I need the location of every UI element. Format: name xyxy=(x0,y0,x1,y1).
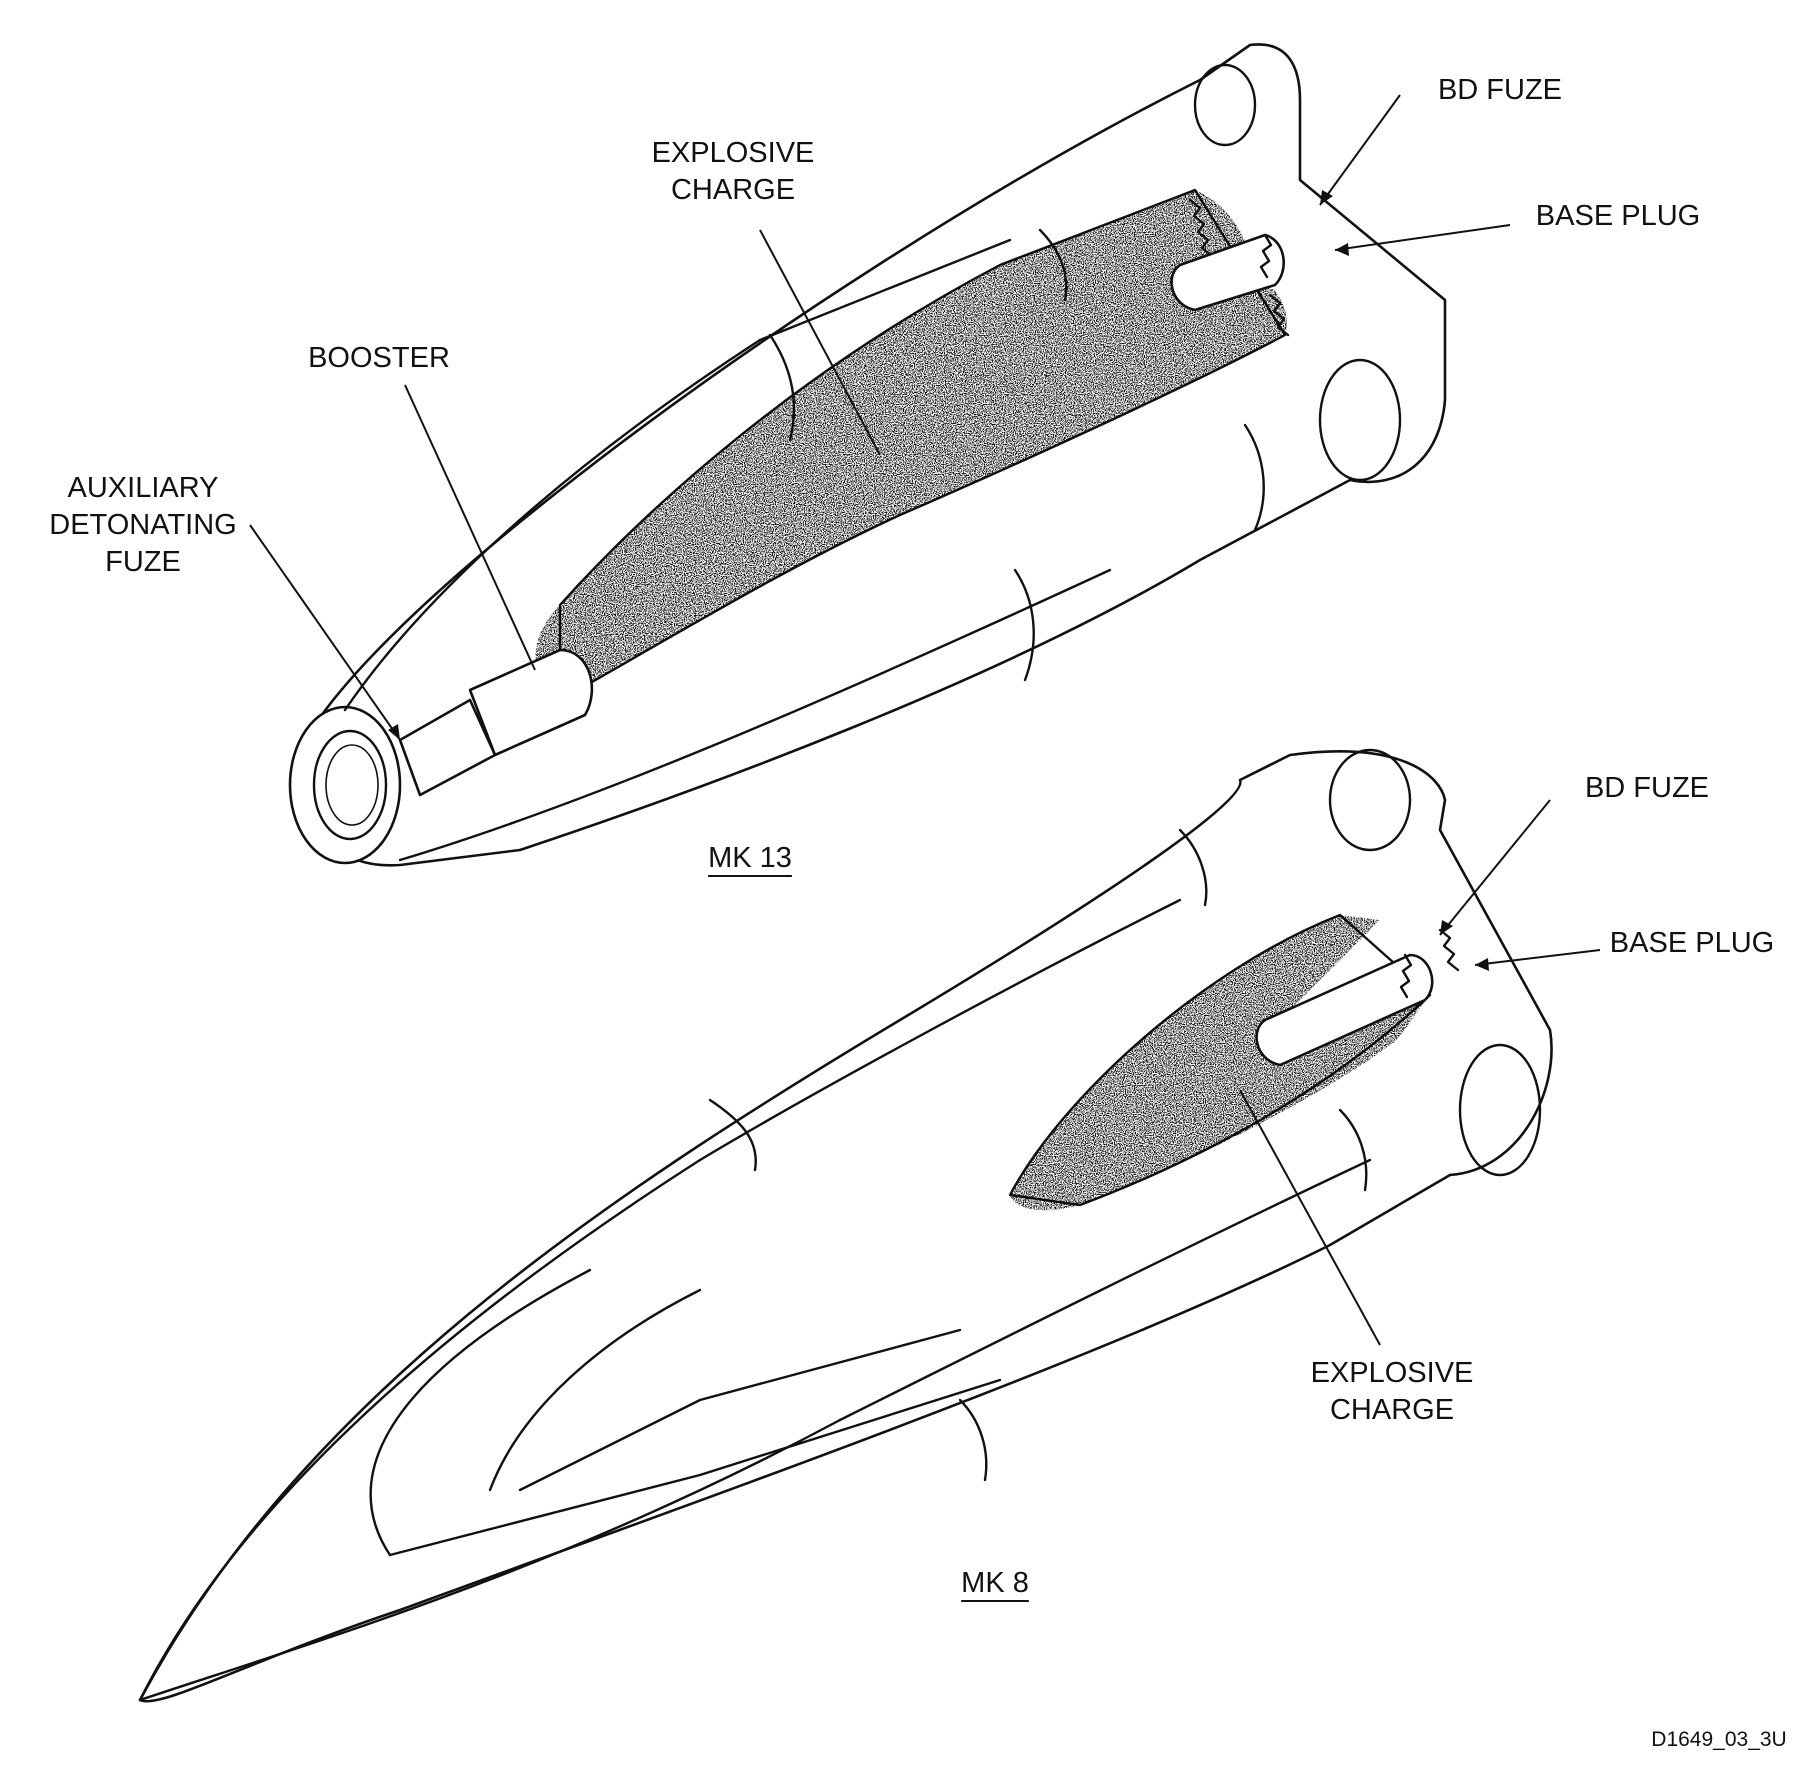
mk13-arrow-aux-fuze xyxy=(388,724,400,740)
mk8-ogive-upper xyxy=(138,1158,702,1702)
mk8-band-4 xyxy=(1338,1108,1368,1192)
mk13-label-aux-fuze-line1: AUXILIARY xyxy=(67,472,219,504)
mk8-inner-cone-b xyxy=(388,1378,1002,1557)
mk13-bd-fuze-thread xyxy=(1259,233,1273,279)
mk8-title: MK 8 xyxy=(961,1567,1029,1599)
mk8-label-base-plug: BASE PLUG xyxy=(1609,927,1775,959)
mk13-booster xyxy=(468,648,594,757)
mk8-label-explosive-charge-line1: EXPLOSIVE xyxy=(1310,1357,1474,1389)
mk13-band-3 xyxy=(1013,568,1035,682)
mk13-nose-bore xyxy=(325,744,379,826)
mk13-ogive-line xyxy=(343,338,762,712)
mk8-outer-body xyxy=(138,750,1553,1703)
mk13-lower-band xyxy=(1318,358,1402,482)
mk13-upper-band xyxy=(1193,63,1257,147)
mk13-arrow-bd-fuze xyxy=(1320,190,1333,205)
mk8-lower-band xyxy=(1458,1043,1542,1177)
mk13-band-4 xyxy=(1243,423,1265,532)
mk13-base-thread-upper xyxy=(1188,198,1214,266)
mk8-ogive-lower xyxy=(138,1418,842,1702)
mk8-inner-cone-d xyxy=(518,1328,962,1492)
figure-code: D1649_03_3U xyxy=(1651,1728,1787,1751)
mk8-inner-cone-c xyxy=(488,1288,702,1492)
mk13-label-aux-fuze-line3: FUZE xyxy=(105,546,181,578)
mk13-leader-aux-fuze xyxy=(249,524,401,741)
mk13-label-base-plug: BASE PLUG xyxy=(1535,200,1701,232)
mk8-band-3 xyxy=(1178,828,1208,907)
mk8-leader-explosive-charge xyxy=(1239,1089,1381,1346)
mk8-bd-fuze xyxy=(1255,953,1434,1067)
mk13-label-explosive-charge-line1: EXPLOSIVE xyxy=(651,137,815,169)
mk13-leader-explosive-charge xyxy=(759,229,881,456)
mk13-upper-rib xyxy=(758,238,1012,342)
mk13-label-aux-fuze-line2: DETONATING xyxy=(49,509,237,541)
mk13-label-booster: BOOSTER xyxy=(308,342,450,374)
mk8-leader-bd-fuze xyxy=(1439,799,1551,936)
mk13-base-thread-lower xyxy=(1268,293,1290,337)
mk8-band-1 xyxy=(708,1098,757,1172)
mk13-nose-opening xyxy=(288,705,402,865)
mk8-arrow-bd-fuze xyxy=(1440,920,1453,935)
mk13-label-explosive-charge-line2: CHARGE xyxy=(670,174,796,206)
mk13-projectile xyxy=(288,43,1447,867)
mk8-inner-cone-a xyxy=(369,1268,592,1557)
mk8-label-bd-fuze: BD FUZE xyxy=(1584,772,1710,804)
mk13-leader-booster xyxy=(404,384,536,671)
mk13-bd-fuze xyxy=(1170,233,1285,312)
mk8-leaders xyxy=(1239,799,1601,1346)
mk13-leaders xyxy=(249,94,1511,741)
mk13-nose-thread xyxy=(312,729,388,841)
mk13-lower-line xyxy=(398,568,1112,862)
mk8-bd-fuze-thread xyxy=(1399,953,1413,999)
mk13-arrow-base-plug xyxy=(1335,243,1349,256)
mk13-aux-fuze xyxy=(398,698,497,797)
mk8-base-thread xyxy=(1438,928,1460,972)
mk8-upper-band xyxy=(1328,748,1412,852)
mk13-leader-base-plug xyxy=(1334,224,1511,251)
mk8-label-explosive-charge-line2: CHARGE xyxy=(1329,1394,1455,1426)
mk8-band-2 xyxy=(958,1398,988,1482)
mk8-arrow-base-plug xyxy=(1475,958,1489,971)
mk8-projectile xyxy=(138,748,1553,1703)
mk13-label-bd-fuze: BD FUZE xyxy=(1437,74,1563,106)
mk8-leader-base-plug xyxy=(1474,949,1601,966)
mk13-leader-bd-fuze xyxy=(1319,94,1401,206)
mk13-title: MK 13 xyxy=(708,842,792,874)
